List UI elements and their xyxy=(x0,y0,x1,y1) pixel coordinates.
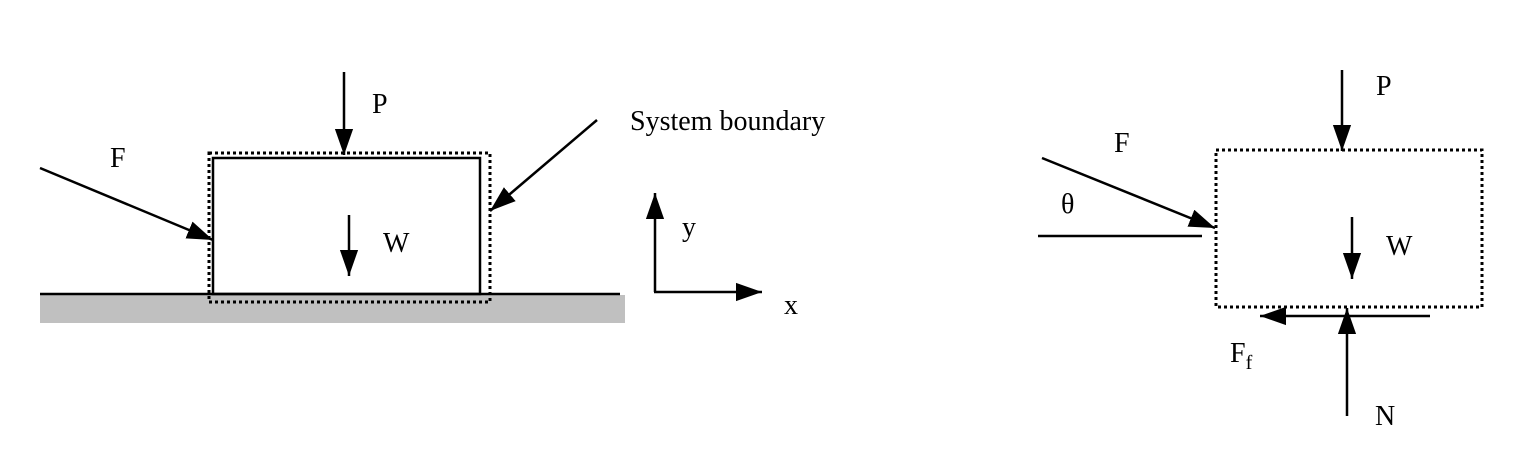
system-boundary-pointer-arrow xyxy=(489,119,598,212)
right-diagram: P F θ W Ff N xyxy=(1038,70,1484,432)
coordinate-axes: y x xyxy=(645,193,798,321)
label-f: F xyxy=(110,143,126,174)
left-diagram: P F W System boundary y x xyxy=(39,72,825,323)
label-ff-main: F xyxy=(1230,338,1246,369)
label-n: N xyxy=(1375,401,1395,432)
block xyxy=(211,156,482,296)
force-f-arrow xyxy=(39,166,214,242)
label-ff-subscript: f xyxy=(1246,352,1253,374)
label-p: P xyxy=(1376,71,1392,102)
label-theta: θ xyxy=(1061,189,1074,220)
label-f: F xyxy=(1114,128,1130,159)
label-ff: Ff xyxy=(1230,338,1253,374)
force-f-arrow xyxy=(1041,156,1216,230)
label-p: P xyxy=(372,89,388,120)
label-w: W xyxy=(383,228,410,259)
label-w: W xyxy=(1386,231,1413,262)
label-x-axis: x xyxy=(784,290,798,321)
ground xyxy=(40,295,625,323)
label-system-boundary: System boundary xyxy=(630,106,825,137)
system-boundary-dotted xyxy=(1214,148,1484,309)
label-y-axis: y xyxy=(682,212,696,243)
